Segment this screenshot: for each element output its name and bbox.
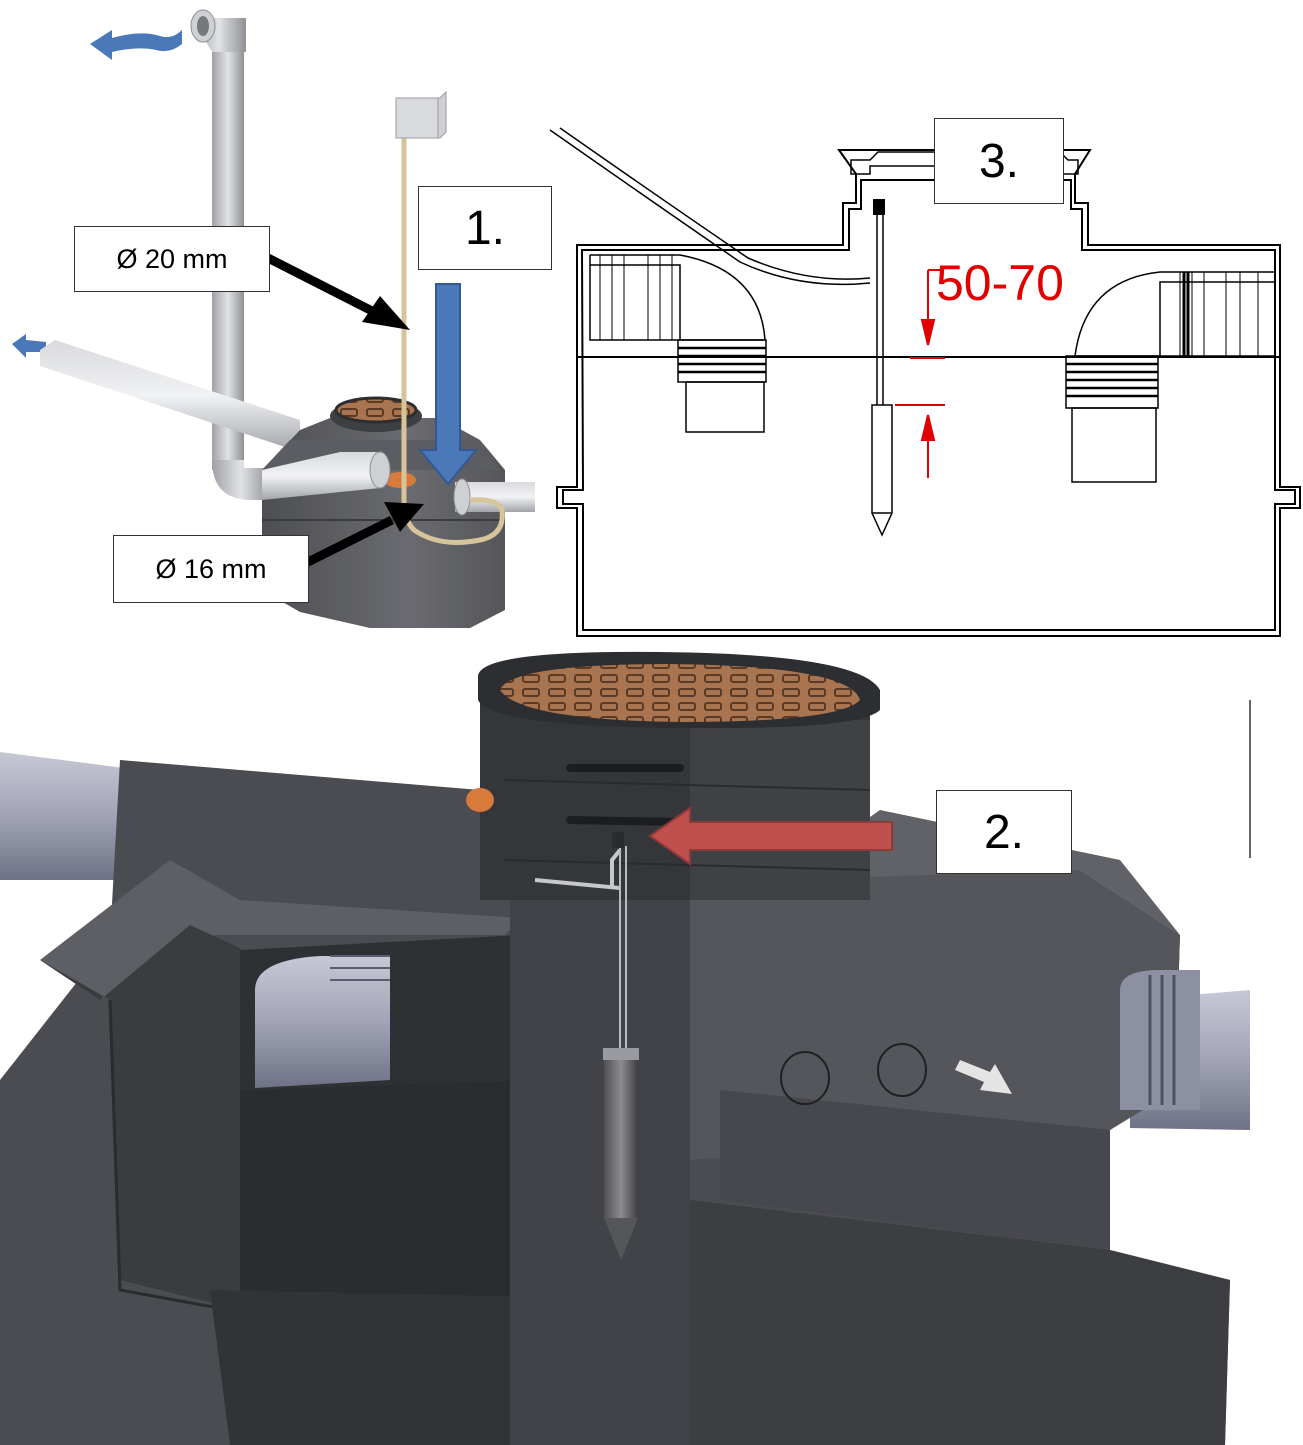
red-arrow-icon xyxy=(648,806,893,866)
large-inlet-pipe xyxy=(0,752,140,880)
panel-3-cross-section xyxy=(549,127,1301,637)
step-3-label: 3. xyxy=(934,118,1064,204)
flow-arrow-icon xyxy=(955,1060,1012,1094)
sensor-probe-icon xyxy=(871,404,893,514)
measure-label: 50-70 xyxy=(936,255,1064,311)
manhole-grate xyxy=(500,664,860,722)
panel-2-cutaway xyxy=(0,651,1251,1445)
flow-arrow-icon xyxy=(12,334,46,358)
sensor-probe-icon xyxy=(604,1060,638,1218)
step-2-label: 2. xyxy=(936,790,1072,874)
flow-arrow-icon xyxy=(90,30,182,60)
pointer-arrow-icon xyxy=(265,253,385,321)
diameter-20-label: Ø 20 mm xyxy=(74,226,270,292)
dimension-markers xyxy=(895,269,945,478)
diameter-16-label: Ø 16 mm xyxy=(113,535,309,603)
step-1-label: 1. xyxy=(418,186,552,270)
panel-1-overview xyxy=(12,9,535,628)
down-arrow-icon xyxy=(417,283,479,486)
inlet-pipe xyxy=(40,340,300,452)
